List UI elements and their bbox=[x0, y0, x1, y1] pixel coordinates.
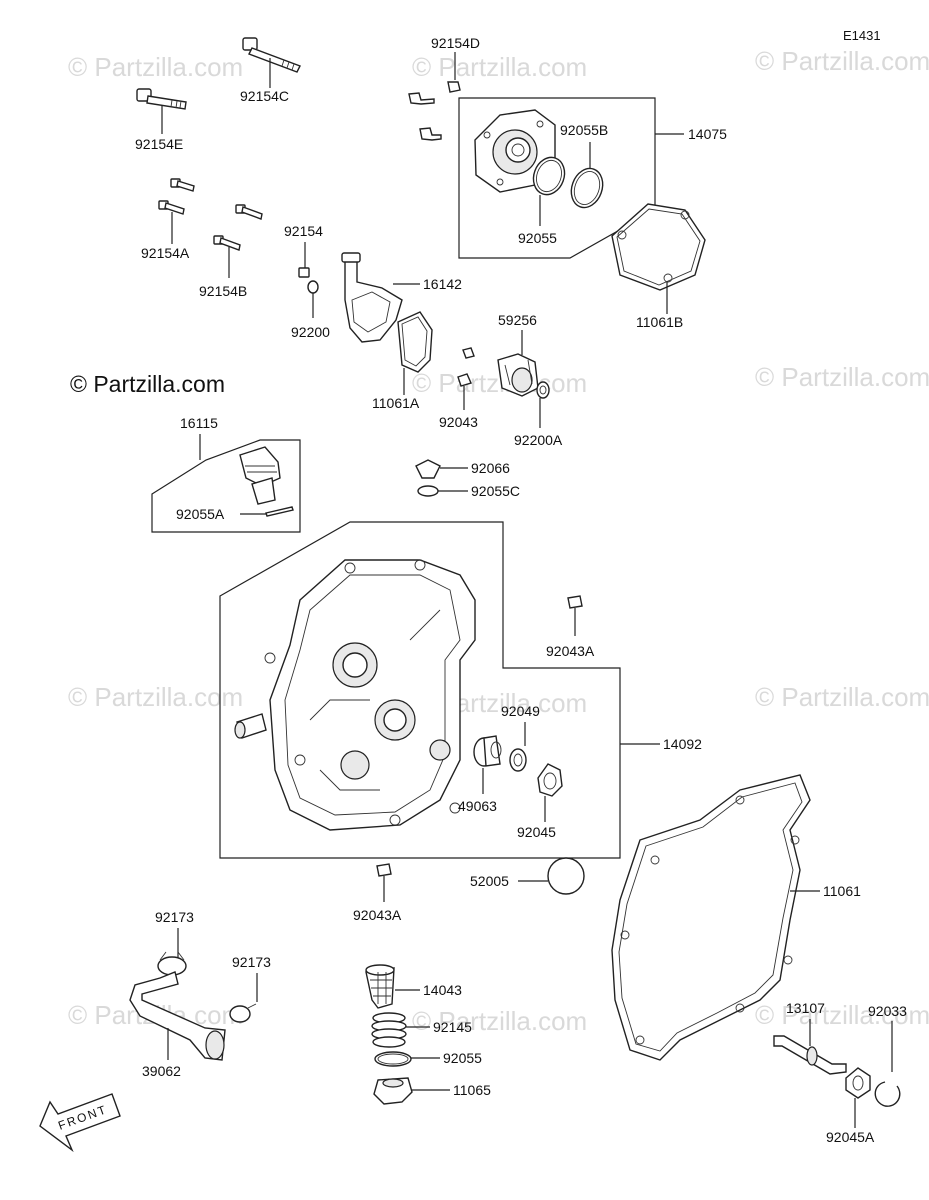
o-ring-92055-bottom[interactable] bbox=[374, 1051, 440, 1067]
label-92055-bottom: 92055 bbox=[443, 1050, 482, 1066]
o-ring-92055B[interactable] bbox=[566, 142, 608, 212]
pin-92043[interactable] bbox=[457, 347, 475, 410]
watermark: © Partzilla.com bbox=[755, 1000, 929, 1030]
bolt-92154E[interactable] bbox=[136, 88, 187, 134]
o-ring-92055C[interactable] bbox=[417, 485, 468, 497]
watermarks: © Partzilla.com © Partzilla.com © Partzi… bbox=[68, 46, 929, 1036]
label-39062: 39062 bbox=[142, 1063, 181, 1079]
bolts-92154B[interactable] bbox=[213, 204, 263, 278]
group-box-14075 bbox=[458, 97, 656, 259]
nut-92045A[interactable] bbox=[845, 1067, 871, 1128]
label-11061B: 11061B bbox=[636, 314, 683, 330]
oil-filler-16115[interactable] bbox=[239, 446, 281, 505]
spring-92145[interactable] bbox=[371, 1012, 430, 1048]
label-16115: 16115 bbox=[180, 415, 218, 431]
dowel-92043A-top[interactable] bbox=[567, 595, 583, 636]
washer-92200A[interactable] bbox=[536, 381, 550, 428]
dowel-pin-left[interactable] bbox=[234, 713, 267, 739]
water-pump-body-16142[interactable] bbox=[341, 252, 420, 343]
o-ring-52005[interactable] bbox=[547, 857, 585, 895]
washer-92200[interactable] bbox=[307, 280, 319, 318]
group-box-14092 bbox=[219, 521, 621, 859]
plug-11065[interactable] bbox=[373, 1077, 450, 1105]
label-92055A: 92055A bbox=[176, 506, 225, 522]
label-92055C: 92055C bbox=[471, 483, 520, 499]
nut-92045[interactable] bbox=[537, 763, 563, 822]
label-14043: 14043 bbox=[423, 982, 462, 998]
clamp-92173-left[interactable] bbox=[157, 951, 187, 976]
diagram-code: E1431 bbox=[843, 28, 881, 43]
front-arrow-icon: FRONT bbox=[39, 1093, 121, 1153]
label-14092: 14092 bbox=[663, 736, 702, 752]
bolt-92154[interactable] bbox=[298, 242, 310, 278]
label-92066: 92066 bbox=[471, 460, 510, 476]
label-92154A: 92154A bbox=[141, 245, 190, 261]
o-ring-92055A[interactable] bbox=[240, 506, 294, 517]
hose-39062[interactable] bbox=[129, 971, 226, 1061]
gasket-11061[interactable] bbox=[611, 774, 820, 1061]
label-52005: 52005 bbox=[470, 873, 509, 889]
watermark: © Partzilla.com bbox=[755, 682, 929, 712]
label-49063: 49063 bbox=[458, 798, 497, 814]
label-92154C: 92154C bbox=[240, 88, 289, 104]
label-92154D: 92154D bbox=[431, 35, 480, 51]
label-92045: 92045 bbox=[517, 824, 556, 840]
watermark: © Partzilla.com bbox=[412, 1006, 587, 1036]
label-92045A: 92045A bbox=[826, 1129, 875, 1145]
label-92145: 92145 bbox=[433, 1019, 472, 1035]
group-box-16115 bbox=[151, 439, 301, 533]
brand-copyright: © Partzilla.com bbox=[70, 371, 225, 397]
clamp-92173-right[interactable] bbox=[229, 1003, 257, 1023]
watermark: © Partzilla.com bbox=[68, 52, 243, 82]
label-92173-left: 92173 bbox=[155, 909, 194, 925]
label-92043A-bottom: 92043A bbox=[353, 907, 402, 923]
label-11061A: 11061A bbox=[372, 395, 420, 411]
label-92200A: 92200A bbox=[514, 432, 563, 448]
dowel-92043A-bottom[interactable] bbox=[376, 863, 392, 902]
gasket-11061B[interactable] bbox=[611, 203, 706, 314]
label-92200: 92200 bbox=[291, 324, 330, 340]
label-92033: 92033 bbox=[868, 1003, 907, 1019]
crankcase-cover-14092[interactable] bbox=[264, 559, 476, 831]
label-92055B: 92055B bbox=[560, 122, 608, 138]
oil-seal-49063[interactable] bbox=[473, 735, 502, 794]
bolts-92154A[interactable] bbox=[158, 178, 195, 244]
label-92055: 92055 bbox=[518, 230, 557, 246]
label-92173-right: 92173 bbox=[232, 954, 271, 970]
strainer-14043[interactable] bbox=[365, 964, 420, 1009]
label-16142: 16142 bbox=[423, 276, 462, 292]
label-92154E: 92154E bbox=[135, 136, 183, 152]
shaft-13107[interactable] bbox=[773, 1035, 847, 1075]
label-13107: 13107 bbox=[786, 1000, 825, 1016]
gasket-11061A[interactable] bbox=[397, 311, 433, 395]
impeller-59256[interactable] bbox=[497, 353, 539, 397]
label-59256: 59256 bbox=[498, 312, 537, 328]
label-11061: 11061 bbox=[823, 883, 861, 899]
label-92154: 92154 bbox=[284, 223, 323, 239]
label-11065: 11065 bbox=[453, 1082, 491, 1098]
o-ring-92055[interactable] bbox=[528, 153, 569, 226]
label-14075: 14075 bbox=[688, 126, 727, 142]
nut-92049[interactable] bbox=[509, 748, 527, 772]
watermark: © Partzilla.com bbox=[755, 362, 929, 392]
label-92154B: 92154B bbox=[199, 283, 247, 299]
label-92049: 92049 bbox=[501, 703, 540, 719]
watermark: © Partzilla.com bbox=[68, 682, 243, 712]
watermark: © Partzilla.com bbox=[412, 52, 587, 82]
watermark: © Partzilla.com bbox=[755, 46, 929, 76]
plug-92066[interactable] bbox=[415, 459, 468, 479]
bolts-92154D[interactable] bbox=[408, 81, 461, 141]
bolt-92154C[interactable] bbox=[242, 37, 301, 88]
circlip-92033[interactable] bbox=[874, 1081, 901, 1107]
label-92043A-top: 92043A bbox=[546, 643, 595, 659]
label-92043: 92043 bbox=[439, 414, 478, 430]
